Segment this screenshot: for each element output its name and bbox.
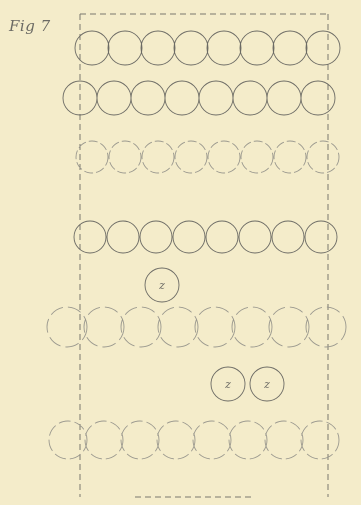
row-1 [75, 31, 340, 65]
z-cell-3: z [250, 367, 284, 401]
cell-circle [47, 307, 87, 347]
cell-circle [241, 141, 273, 173]
cell-circle [108, 31, 142, 65]
cell-circle [240, 31, 274, 65]
cell-circle [142, 141, 174, 173]
cell-circle [131, 81, 165, 115]
cell-circle [307, 141, 339, 173]
cell-circle [165, 81, 199, 115]
cell-circle [141, 31, 175, 65]
cell-circle [274, 141, 306, 173]
cell-circle [140, 221, 172, 253]
cell-rows [47, 31, 346, 459]
z-cell-1: z [145, 268, 179, 302]
cell-circle [232, 307, 272, 347]
cell-circle [121, 307, 161, 347]
cell-circle [84, 307, 124, 347]
z-cell-letter: z [263, 378, 270, 391]
cell-circle [157, 421, 195, 459]
cell-circle [175, 141, 207, 173]
cell-circle [273, 31, 307, 65]
cell-circle [121, 421, 159, 459]
cell-circle [265, 421, 303, 459]
row-2 [63, 81, 335, 115]
cell-circle [76, 141, 108, 173]
cell-circle [269, 307, 309, 347]
row-5 [47, 307, 346, 347]
loose-cells: z z z [145, 268, 284, 401]
cell-circle [158, 307, 198, 347]
cell-circle [306, 31, 340, 65]
cell-circle [305, 221, 337, 253]
cell-circle [229, 421, 267, 459]
row-3 [76, 141, 339, 173]
z-cell-2: z [211, 367, 245, 401]
cell-circle [49, 421, 87, 459]
cell-circle [239, 221, 271, 253]
cell-circle [306, 307, 346, 347]
cell-circle [174, 31, 208, 65]
cell-circle [85, 421, 123, 459]
cell-circle [199, 81, 233, 115]
cell-circle [208, 141, 240, 173]
cell-circle [107, 221, 139, 253]
cell-circle [233, 81, 267, 115]
cell-circle [206, 221, 238, 253]
cell-circle [97, 81, 131, 115]
z-cell-letter: z [158, 279, 165, 292]
cell-circle [173, 221, 205, 253]
cell-circle [301, 421, 339, 459]
cell-circle [267, 81, 301, 115]
cell-circle [301, 81, 335, 115]
row-6 [49, 421, 339, 459]
cell-circle [109, 141, 141, 173]
row-4 [74, 221, 337, 253]
cell-circle [272, 221, 304, 253]
cell-circle [193, 421, 231, 459]
cell-circle [74, 221, 106, 253]
cell-circle [207, 31, 241, 65]
z-cell-letter: z [224, 378, 231, 391]
cell-circle [195, 307, 235, 347]
